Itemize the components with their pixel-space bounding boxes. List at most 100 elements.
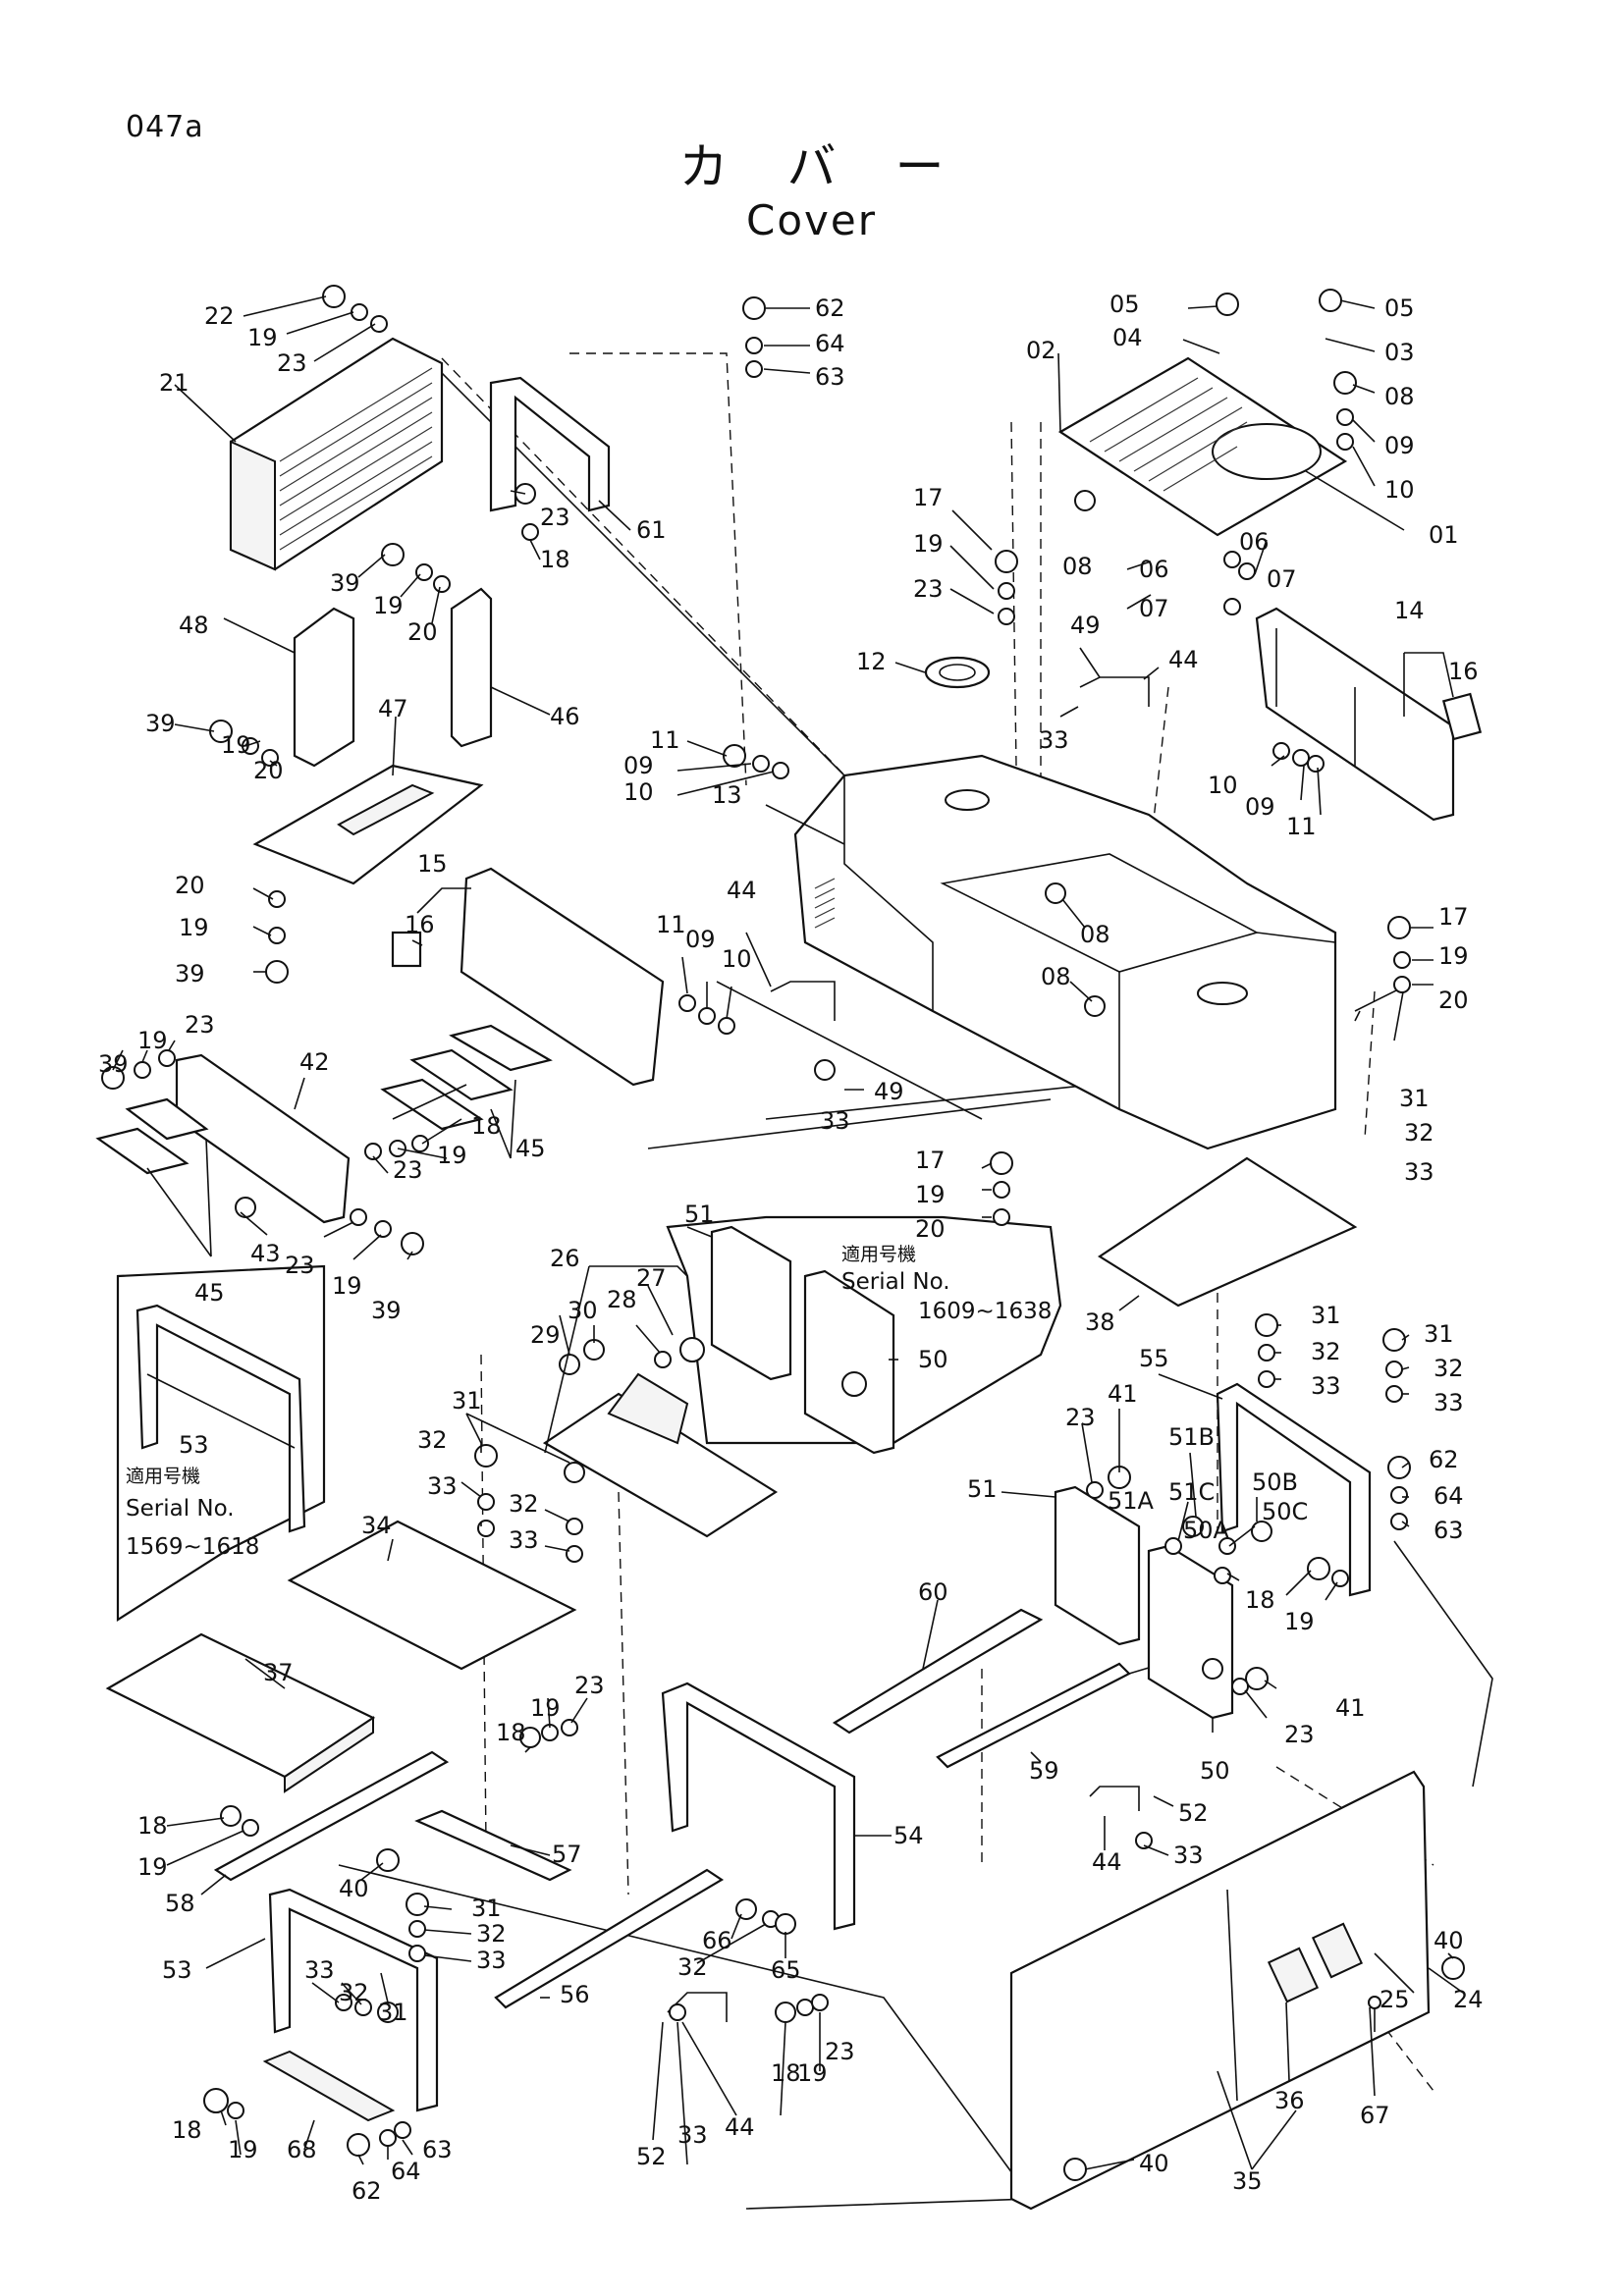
callout-23: 23	[574, 1672, 605, 1699]
callout-41: 41	[1108, 1380, 1138, 1408]
callout-49: 49	[1070, 612, 1101, 639]
callout-23: 23	[393, 1156, 423, 1184]
callout-19: 19	[228, 2136, 258, 2163]
callout-63: 63	[815, 363, 845, 391]
callout-12: 12	[856, 648, 887, 675]
callout-06: 06	[1139, 556, 1169, 583]
serial-note-1569-range: 1569~1618	[126, 1534, 259, 1560]
callout-labels: 22 19 23 21 62 64 63 61 23 18 39 19 20 4…	[98, 291, 1484, 2205]
part-57-rail	[414, 1809, 572, 1882]
callout-07: 07	[1267, 565, 1297, 593]
callout-35: 35	[1232, 2167, 1263, 2195]
callout-19: 19	[1438, 942, 1469, 970]
callout-13: 13	[712, 781, 742, 809]
part-59-rail	[936, 1662, 1131, 1769]
part-53-frame-upper	[135, 1304, 306, 1533]
callout-54: 54	[893, 1822, 924, 1849]
callout-11: 11	[1286, 813, 1317, 840]
serial-note-frame-1569	[116, 1264, 326, 1623]
callout-31: 31	[1424, 1320, 1454, 1348]
callout-53: 53	[179, 1431, 209, 1459]
callout-09: 09	[685, 926, 716, 953]
callout-44: 44	[725, 2113, 755, 2141]
part-26-panel	[542, 1372, 779, 1538]
callout-08: 08	[1062, 553, 1093, 580]
callout-18: 18	[137, 1812, 168, 1840]
callout-19: 19	[332, 1272, 362, 1300]
callout-33: 33	[304, 1956, 335, 1984]
callout-19: 19	[1284, 1608, 1315, 1635]
part-24-35-side-panel	[1009, 1770, 1431, 2211]
callout-10: 10	[722, 945, 752, 973]
callout-18: 18	[496, 1719, 526, 1746]
callout-51: 51	[967, 1475, 998, 1503]
callout-39: 39	[330, 569, 360, 597]
callout-32: 32	[417, 1426, 448, 1454]
callout-43: 43	[250, 1240, 281, 1267]
callout-05: 05	[1384, 294, 1415, 322]
callout-07: 07	[1139, 595, 1169, 622]
callout-50: 50	[918, 1346, 948, 1373]
part-54-frame	[661, 1682, 856, 1931]
callout-32: 32	[509, 1490, 539, 1518]
callout-67: 67	[1360, 2102, 1390, 2129]
part-48-strip	[293, 607, 355, 768]
callout-62: 62	[815, 294, 845, 322]
callout-23: 23	[825, 2038, 855, 2065]
callout-32: 32	[476, 1920, 507, 1948]
callout-32: 32	[339, 1979, 369, 2006]
callout-62: 62	[352, 2177, 382, 2205]
serial-note-1609: 適用号機 Serial No. 1609~1638	[841, 1244, 1052, 1324]
callout-14: 14	[1394, 597, 1425, 624]
callout-31: 31	[452, 1387, 482, 1415]
callout-20: 20	[1438, 987, 1469, 1014]
serial-note-1609-label-jp: 適用号機	[841, 1244, 916, 1265]
callout-51C: 51C	[1168, 1478, 1215, 1506]
callout-19: 19	[247, 324, 278, 351]
part-47-plate	[252, 764, 484, 885]
callout-39: 39	[145, 710, 176, 737]
callout-33: 33	[476, 1947, 507, 1974]
callout-59: 59	[1029, 1757, 1059, 1785]
part-50-plate-upper	[803, 1269, 895, 1455]
callout-23: 23	[1065, 1404, 1096, 1431]
callout-64: 64	[815, 330, 845, 357]
callout-33: 33	[820, 1107, 850, 1135]
callout-19: 19	[437, 1142, 467, 1169]
callout-23: 23	[1284, 1721, 1315, 1748]
serial-note-1569-label-jp: 適用号機	[126, 1466, 200, 1487]
part-16-handle-left	[391, 931, 422, 968]
part-12-ring	[924, 656, 991, 689]
part-60-rail	[832, 1608, 1044, 1735]
callout-18: 18	[172, 2116, 202, 2144]
callout-18: 18	[771, 2059, 801, 2087]
callout-17: 17	[913, 484, 944, 511]
callout-03: 03	[1384, 339, 1415, 366]
callout-64: 64	[1434, 1482, 1464, 1510]
callout-33: 33	[677, 2121, 708, 2149]
part-34-plate	[287, 1520, 577, 1671]
callout-51A: 51A	[1108, 1487, 1155, 1515]
callout-10: 10	[1208, 772, 1238, 799]
callout-18: 18	[540, 546, 570, 573]
callout-17: 17	[1438, 903, 1469, 931]
callout-23: 23	[285, 1252, 315, 1279]
callout-37: 37	[263, 1659, 294, 1686]
callout-09: 09	[623, 752, 654, 779]
callout-44: 44	[1168, 646, 1199, 673]
part-50-plate-lower	[1147, 1544, 1234, 1720]
part-15-side-panel	[460, 867, 665, 1087]
callout-51: 51	[684, 1201, 715, 1228]
callout-09: 09	[1384, 432, 1415, 459]
callout-02: 02	[1026, 337, 1056, 364]
callout-31: 31	[378, 1999, 408, 2026]
callout-15: 15	[417, 850, 448, 878]
part-38-plate	[1097, 1156, 1358, 1308]
callout-36: 36	[1274, 2087, 1305, 2114]
callout-21: 21	[159, 369, 189, 397]
part-02-top-cover	[1057, 356, 1348, 537]
callout-18: 18	[1245, 1586, 1275, 1614]
callout-04: 04	[1112, 324, 1143, 351]
part-42-plate	[175, 1053, 351, 1224]
callout-01: 01	[1429, 521, 1459, 549]
